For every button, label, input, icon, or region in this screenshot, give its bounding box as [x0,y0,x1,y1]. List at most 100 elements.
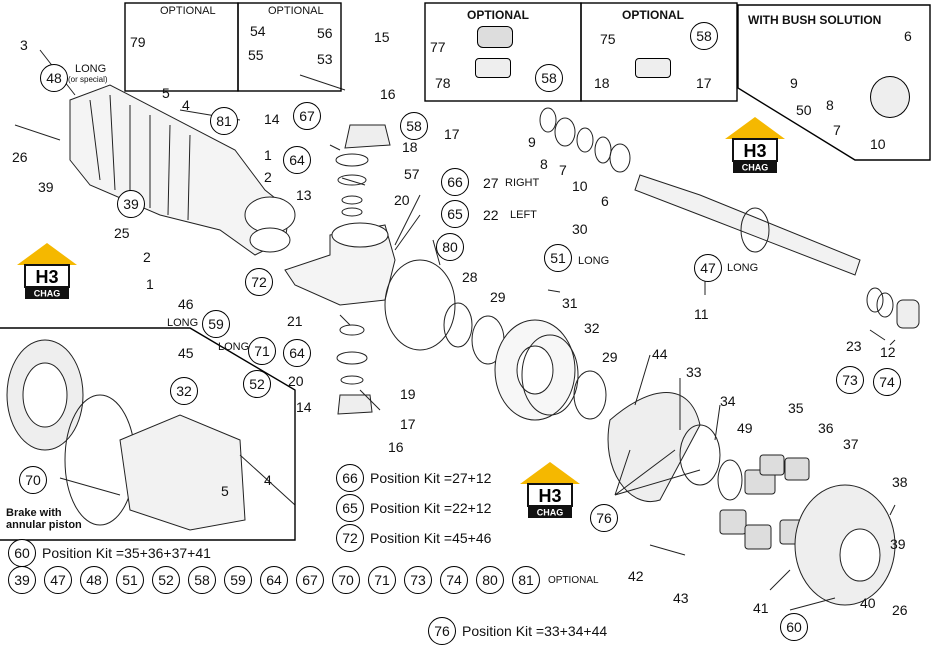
circle-39: 39 [117,190,145,218]
part-19: 19 [400,386,416,402]
part-27: 27 [483,175,499,191]
circle-76: 76 [590,504,618,532]
part-35: 35 [788,400,804,416]
legend-item: 67 [296,566,324,594]
part-8-bush-label: 8 [826,97,834,113]
part-1b: 1 [146,276,154,292]
circle-70: 70 [19,466,47,494]
kit-72: 72 Position Kit =45+46 [336,524,491,552]
circle-47: 47 [694,254,722,282]
part-12: 12 [880,344,896,360]
part-4: 4 [182,97,190,113]
part-2: 2 [264,169,272,185]
kit-76-circle: 76 [428,617,456,645]
circle-32: 32 [170,377,198,405]
circle-60: 60 [780,613,808,641]
circle-48: 48 [40,64,68,92]
part-39: 39 [38,179,54,195]
part-7: 7 [559,162,567,178]
part-4b: 4 [264,472,272,488]
part-7-bush-label: 7 [833,122,841,138]
h3-logo-center: H3 CHAG [520,462,580,518]
part-9-bush-label: 9 [790,75,798,91]
legend-item: 48 [80,566,108,594]
legend-item: 70 [332,566,360,594]
part-11: 11 [694,306,709,322]
long-label-59: LONG [167,317,199,329]
legend-item: 59 [224,566,252,594]
part-36: 36 [818,420,834,436]
part-29: 29 [490,289,506,305]
svg-text:CHAG: CHAG [537,508,564,518]
part-77-shape [477,26,513,48]
optional-legend: 39 47 48 51 52 58 59 64 67 70 71 73 74 8… [8,566,599,594]
legend-item: 52 [152,566,180,594]
legend-item: 73 [404,566,432,594]
circle-65: 65 [441,200,469,228]
circle-81: 81 [210,107,238,135]
legend-item: 74 [440,566,468,594]
kit-60-circle: 60 [8,539,36,567]
part-22: 22 [483,207,499,223]
kit-66: 66 Position Kit =27+12 [336,464,491,492]
bush-title: WITH BUSH SOLUTION [748,13,882,27]
kit-66-text: Position Kit =27+12 [370,470,492,486]
long-label-71: LONG [218,341,250,353]
part-56-label: 56 [317,25,333,41]
part-1: 1 [264,147,272,163]
part-43: 43 [673,590,689,606]
part-49: 49 [737,420,753,436]
right-label: RIGHT [505,177,540,189]
part-45: 45 [178,345,194,361]
part-55-label: 55 [248,47,264,63]
part-8: 8 [540,156,548,172]
svg-text:H3: H3 [35,267,58,287]
part-10: 10 [572,178,588,194]
circle-73: 73 [836,366,864,394]
svg-text:CHAG: CHAG [34,289,61,299]
or-special-label: (or special) [68,75,108,84]
kit-65-circle: 65 [336,494,364,522]
long-label-47: LONG [727,262,759,274]
part-21: 21 [287,313,303,329]
circle-64b: 64 [283,339,311,367]
circle-72: 72 [245,268,273,296]
circle-80: 80 [436,233,464,261]
part-18-opt-label: 18 [594,75,610,91]
part-26: 26 [12,149,28,165]
kit-66-circle: 66 [336,464,364,492]
brake-note-1: Brake with [6,507,62,519]
part-17b: 17 [400,416,416,432]
part-34: 34 [720,393,736,409]
part-77-label: 77 [430,39,446,55]
kit-60: 60 Position Kit =35+36+37+41 [8,539,211,567]
long-special-label: LONG [75,63,107,75]
part-78-label: 78 [435,75,451,91]
legend-item: 64 [260,566,288,594]
part-26b: 26 [892,602,908,618]
part-57: 57 [404,166,420,182]
part-40: 40 [860,595,876,611]
legend-item: 80 [476,566,504,594]
part-17: 17 [444,126,460,142]
circle-58: 58 [400,112,428,140]
kit-76: 76 Position Kit =33+34+44 [428,617,607,645]
part-78-shape [475,58,511,78]
part-20b: 20 [288,373,304,389]
logo-letters: H3 [743,141,766,161]
legend-item: 71 [368,566,396,594]
h3-logo-left: H3 CHAG [17,243,77,299]
circle-71: 71 [248,337,276,365]
part-23: 23 [846,338,862,354]
part-30: 30 [572,221,588,237]
part-25: 25 [114,225,130,241]
left-label: LEFT [510,209,537,221]
part-5: 5 [162,85,170,101]
kit-60-text: Position Kit =35+36+37+41 [42,545,211,561]
part-54-label: 54 [250,23,266,39]
circle-67: 67 [293,102,321,130]
part-3: 3 [20,37,28,53]
part-14: 14 [264,111,280,127]
kit-72-text: Position Kit =45+46 [370,530,492,546]
part-28: 28 [462,269,478,285]
